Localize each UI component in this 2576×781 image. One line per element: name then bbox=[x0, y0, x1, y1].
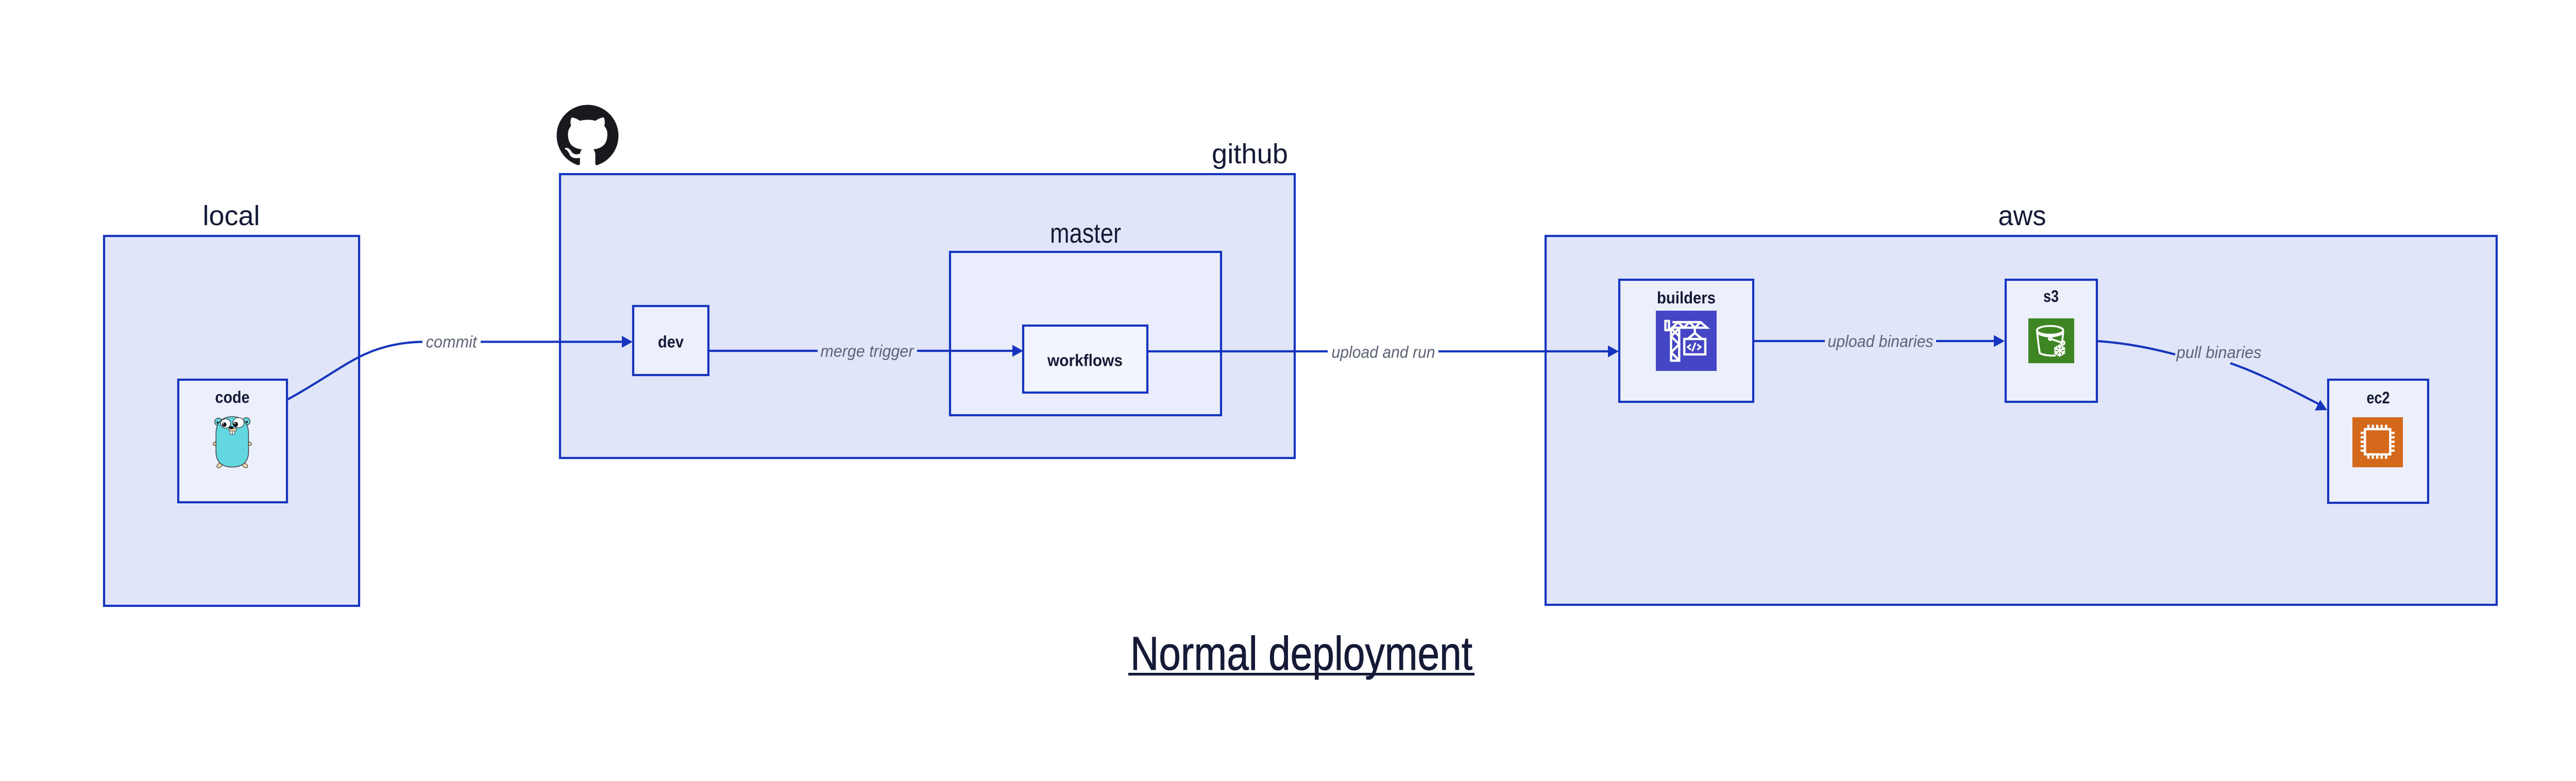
svg-text:builders: builders bbox=[1657, 288, 1716, 307]
svg-text:commit: commit bbox=[426, 333, 478, 351]
svg-text:ec2: ec2 bbox=[2367, 388, 2390, 407]
svg-text:local: local bbox=[203, 200, 260, 231]
svg-text:pull binaries: pull binaries bbox=[2176, 343, 2262, 362]
svg-text:s3: s3 bbox=[2043, 287, 2059, 305]
svg-text:dev: dev bbox=[658, 333, 684, 351]
svg-text:merge trigger: merge trigger bbox=[821, 342, 914, 361]
svg-text:master: master bbox=[1050, 218, 1121, 249]
svg-text:upload binaries: upload binaries bbox=[1828, 332, 1934, 351]
svg-text:workflows: workflows bbox=[1047, 351, 1123, 370]
svg-text:code: code bbox=[215, 388, 250, 406]
svg-text:Normal deployment: Normal deployment bbox=[1130, 627, 1472, 680]
svg-text:upload and run: upload and run bbox=[1332, 343, 1435, 362]
svg-text:aws: aws bbox=[1998, 200, 2046, 231]
svg-text:github: github bbox=[1212, 139, 1288, 169]
